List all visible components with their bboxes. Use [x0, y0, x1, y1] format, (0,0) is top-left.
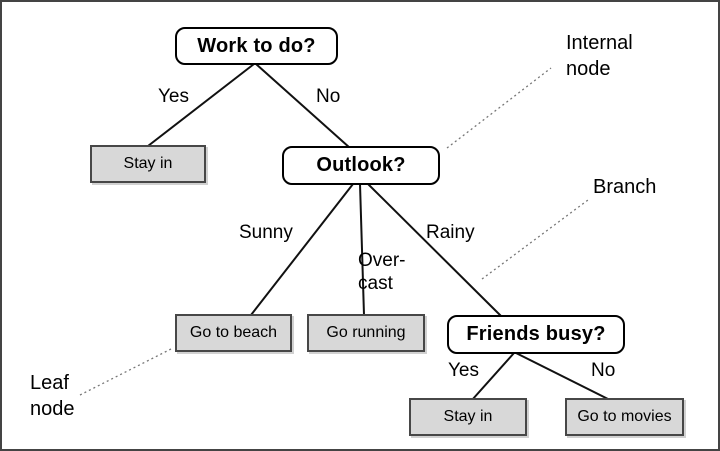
branch-label-overcast: Over- cast: [358, 249, 406, 295]
edge-friends-no: [515, 352, 611, 401]
annotation-leaf-node: Leaf node: [30, 370, 75, 422]
node-work-to-do: Work to do?: [175, 27, 338, 65]
branch-label-friends-no: No: [591, 360, 616, 381]
annotation-internal-node: Internal node: [566, 30, 633, 82]
leaf-go-to-beach: Go to beach: [175, 314, 292, 352]
edge-outlook-overcast: [359, 183, 365, 316]
callout-line-internal-node: [446, 67, 552, 149]
node-outlook: Outlook?: [282, 146, 440, 185]
callout-line-branch: [481, 199, 589, 280]
leaf-stay-in-left: Stay in: [90, 145, 206, 183]
branch-label-overcast-line1: Over-: [358, 250, 406, 271]
branch-label-overcast-line2: cast: [358, 273, 393, 294]
annotation-branch: Branch: [593, 176, 657, 198]
branch-label-root-no: No: [316, 86, 341, 107]
callout-line-leaf-node: [79, 348, 172, 396]
leaf-go-running: Go running: [307, 314, 425, 352]
branch-label-root-yes: Yes: [158, 86, 189, 107]
annotation-leaf-node-line1: Leaf: [30, 372, 69, 394]
edge-root-yes: [147, 63, 255, 147]
edge-friends-yes: [471, 352, 515, 401]
annotation-internal-node-line2: node: [566, 58, 611, 80]
edge-root-no: [255, 63, 351, 149]
branch-label-rainy: Rainy: [426, 222, 475, 243]
edge-outlook-rainy: [367, 183, 502, 317]
branch-label-sunny: Sunny: [239, 222, 293, 243]
annotation-leaf-node-line2: node: [30, 398, 75, 420]
leaf-stay-in-bottom: Stay in: [409, 398, 527, 436]
annotation-internal-node-line1: Internal: [566, 32, 633, 54]
leaf-go-to-movies: Go to movies: [565, 398, 684, 436]
branch-label-friends-yes: Yes: [448, 360, 479, 381]
node-friends-busy: Friends busy?: [447, 315, 625, 354]
edge-outlook-sunny: [250, 183, 354, 316]
